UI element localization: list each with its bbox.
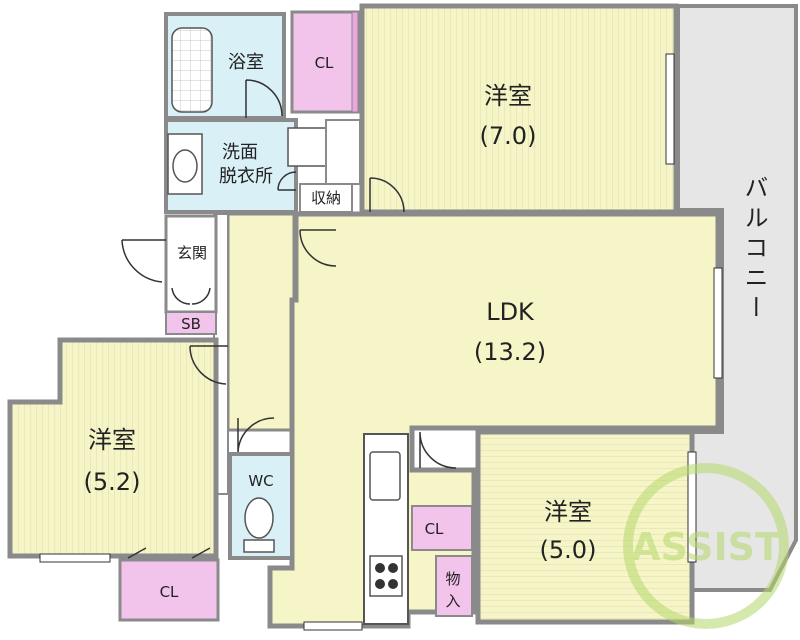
entrance-area <box>164 214 218 314</box>
bedroom-2-name: 洋室 <box>88 426 136 454</box>
storage-area <box>299 183 353 213</box>
closet-left <box>118 558 220 622</box>
closet-right <box>411 505 473 551</box>
entrance-label: 玄関 <box>177 244 207 262</box>
store-in <box>435 555 473 617</box>
bedroom-2-size: (5.2) <box>84 468 141 496</box>
watermark-logo: ASSIST <box>623 463 789 629</box>
bedroom-1-floor <box>359 3 679 215</box>
toilet-label: WC <box>248 472 273 490</box>
bedroom-1-name: 洋室 <box>484 82 532 110</box>
watermark-text: ASSIST <box>631 525 781 569</box>
toilet-tank <box>243 539 275 553</box>
bedroom-3-name: 洋室 <box>544 498 592 526</box>
bedroom-3-size: (5.0) <box>540 536 597 564</box>
closet-top-label: CL <box>315 54 334 72</box>
kitchen-sink <box>369 451 401 501</box>
ldk-size: (13.2) <box>474 338 546 366</box>
washing-machine-pan <box>287 127 327 167</box>
store-in-label-2: 入 <box>445 592 460 610</box>
shoe-box-label: SB <box>181 315 201 333</box>
bath-label: 浴室 <box>228 52 264 73</box>
bathtub <box>171 27 213 113</box>
balcony-label: バルコニー <box>740 175 768 325</box>
corridor <box>226 212 296 432</box>
storage-label: 収納 <box>311 189 341 207</box>
washroom-label-1: 洗面 <box>222 142 258 163</box>
bedroom-2-floor <box>7 337 219 559</box>
toilet-bowl <box>244 497 274 539</box>
ldk-name: LDK <box>486 298 535 326</box>
stove <box>369 555 403 597</box>
bedroom-1-size: (7.0) <box>480 122 537 150</box>
store-in-label-1: 物 <box>445 570 460 588</box>
washroom-label-2: 脱衣所 <box>219 166 273 187</box>
shoe-box <box>165 311 217 335</box>
closet-top <box>290 10 362 114</box>
closet-right-label: CL <box>425 520 444 538</box>
closet-left-label: CL <box>160 583 179 601</box>
